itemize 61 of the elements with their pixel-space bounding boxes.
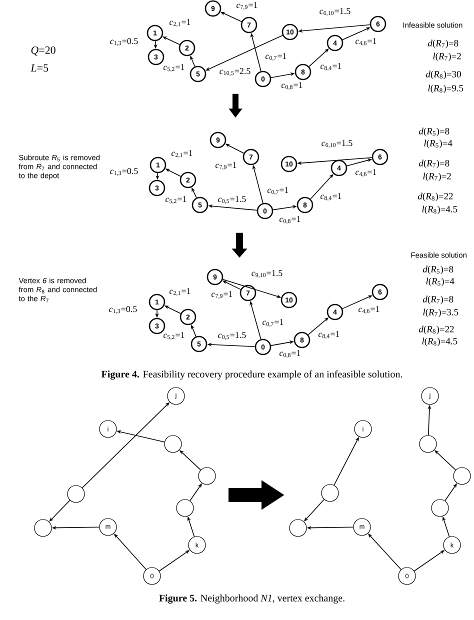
edge-label: c$_{0,8}$=1 bbox=[278, 349, 302, 359]
parameter-label: Q=20 bbox=[31, 46, 56, 56]
empty-circle bbox=[453, 467, 471, 485]
route-value: l(R$_{5}$)=4 bbox=[426, 278, 454, 286]
route-value: d(R$_{7}$)=8 bbox=[418, 160, 450, 168]
edge-label: c$_{6,10}$=1.5 bbox=[320, 139, 354, 149]
edge-label: c$_{0,7}$=1 bbox=[264, 52, 288, 62]
route-value: d(R$_{8}$)=22 bbox=[418, 192, 453, 202]
edge-label: c$_{4,6}$=1 bbox=[358, 305, 380, 315]
edge-label: c$_{0,7}$=1 bbox=[262, 318, 284, 328]
edge-label: c$_{8,4}$=1 bbox=[320, 192, 342, 202]
route-value: l(R$_{8}$)=4.5 bbox=[422, 206, 458, 214]
route-value: d(R$_{7}$)=8 bbox=[428, 40, 458, 48]
edge-label: c$_{4,6}$=1 bbox=[354, 168, 378, 178]
edge-label: c$_{2,1}$=1 bbox=[168, 287, 192, 297]
route-value: d(R$_{8}$)=30 bbox=[426, 70, 461, 80]
edge-label: c$_{0,7}$=1 bbox=[266, 186, 290, 196]
figure-caption: Figure 5. Neighborhood N1, vertex exchange. bbox=[159, 594, 344, 604]
route-value: l(R$_{7}$)=2 bbox=[433, 52, 461, 62]
edge-label: c$_{0,5}$=1.5 bbox=[217, 195, 247, 205]
route-value: d(R$_{7}$)=8 bbox=[422, 296, 454, 304]
route-value: d(R$_{5}$)=8 bbox=[422, 266, 454, 274]
route-value: l(R$_{7}$)=2 bbox=[423, 172, 451, 182]
edge-label: c$_{0,8}$=1 bbox=[278, 215, 302, 225]
empty-circle bbox=[419, 435, 437, 453]
edge-label: c$_{8,4}$=1 bbox=[318, 330, 340, 340]
edge-label: c$_{2,1}$=1 bbox=[168, 18, 192, 28]
edge-label: c$_{5,2}$=1 bbox=[164, 195, 188, 205]
edge-label: c$_{0,5}$=1.5 bbox=[217, 331, 247, 341]
edge-label: c$_{9,10}$=1.5 bbox=[250, 269, 284, 279]
empty-circle bbox=[198, 467, 216, 485]
route-value: l(R$_{7}$)=3.5 bbox=[423, 308, 458, 318]
edge-label: c$_{8,4}$=1 bbox=[320, 62, 342, 72]
empty-circle bbox=[321, 484, 339, 502]
edge-label: c$_{6,10}$=1.5 bbox=[318, 7, 352, 17]
edge-label: c$_{2,1}$=1 bbox=[170, 149, 194, 159]
edge-label: c$_{1,3}$=0.5 bbox=[109, 167, 139, 177]
empty-circle bbox=[176, 499, 194, 517]
parameter-label: L=5 bbox=[30, 64, 48, 72]
empty-circle bbox=[164, 435, 182, 453]
figure-caption: Figure 4. Feasibility recovery procedure example of an infeasible solution. bbox=[101, 370, 402, 380]
empty-circle bbox=[34, 519, 52, 537]
route-value: d(R$_{8}$)=22 bbox=[418, 326, 454, 334]
empty-circle bbox=[289, 519, 307, 537]
edge-label: c$_{1,3}$=0.5 bbox=[108, 305, 138, 315]
empty-circle bbox=[431, 499, 449, 517]
edge-label: c$_{7,9}$=1 bbox=[214, 161, 238, 171]
route-value: l(R$_{8}$)=9.5 bbox=[428, 84, 464, 94]
edge-label: c$_{7,9}$=1 bbox=[210, 290, 234, 300]
empty-circle bbox=[67, 485, 85, 503]
edge-label: c$_{1,3}$=0.5 bbox=[109, 37, 139, 47]
route-value: l(R$_{5}$)=4 bbox=[424, 140, 452, 148]
edge-label: c$_{4,6}$=1 bbox=[354, 37, 378, 47]
edge-label: c$_{0,8}$=1 bbox=[280, 81, 304, 91]
edge-label: c$_{5,2}$=1 bbox=[162, 63, 186, 73]
arrow bbox=[310, 174, 334, 200]
route-value: d(R$_{5}$)=8 bbox=[418, 128, 450, 136]
route-value: l(R$_{8}$)=4.5 bbox=[422, 338, 458, 346]
edge-label: c$_{10,5}$=2.5 bbox=[218, 67, 252, 77]
edge-label: c$_{5,2}$=1 bbox=[162, 331, 186, 341]
edge-label: c$_{7,9}$=1 bbox=[236, 1, 258, 11]
